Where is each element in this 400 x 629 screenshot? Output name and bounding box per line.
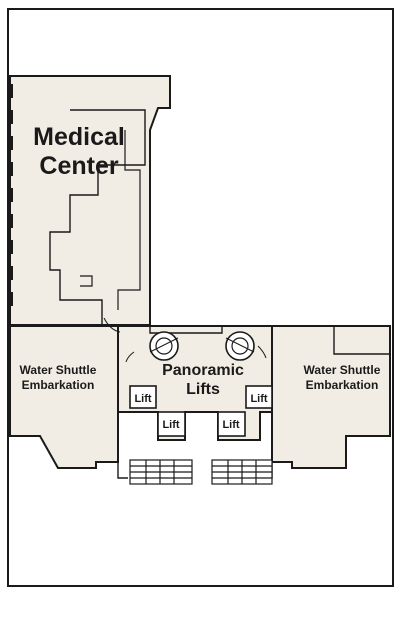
lift-shaft-lower-left xyxy=(157,411,186,437)
medical-center-corridor xyxy=(49,109,146,325)
lift-label-upper-right: Lift xyxy=(250,393,267,405)
lift-label-lower-left: Lift xyxy=(162,419,179,431)
medical-center-area xyxy=(9,75,171,326)
lift-label-upper-left: Lift xyxy=(134,393,151,405)
water-shuttle-right-label-line2: Embarkation xyxy=(306,378,379,392)
medical-center-inner-wall xyxy=(117,130,141,310)
lift-shaft-lower-right xyxy=(217,411,246,437)
hull-windows xyxy=(8,84,13,306)
stairway-right xyxy=(211,459,273,485)
lift-label-lower-right: Lift xyxy=(222,419,239,431)
water-shuttle-left-label-line2: Embarkation xyxy=(22,378,95,392)
panoramic-lift-capsule-left xyxy=(149,331,179,361)
stairway-left xyxy=(129,459,193,485)
water-shuttle-right-label-line1: Water Shuttle xyxy=(304,363,381,377)
medical-center-label-line2: Center xyxy=(39,152,118,180)
panoramic-lift-capsule-right xyxy=(225,331,255,361)
water-shuttle-right-area xyxy=(271,325,391,469)
panoramic-lifts-label-line2: Lifts xyxy=(186,381,220,398)
lobby-top-wall xyxy=(149,325,223,334)
door-swing-left xyxy=(103,317,121,333)
lift-shaft-upper-right xyxy=(245,385,273,409)
medical-center-label-line1: Medical xyxy=(33,123,125,151)
door-swing-right xyxy=(125,351,135,363)
lower-corridor-wall-left xyxy=(117,412,128,479)
water-shuttle-right-notch xyxy=(333,326,390,355)
water-shuttle-left-label-line1: Water Shuttle xyxy=(20,363,97,377)
panoramic-lifts-label-line1: Panoramic xyxy=(162,362,244,379)
lift-shaft-upper-left xyxy=(129,385,157,409)
door-swing-far-right xyxy=(257,345,267,359)
medical-center-fixture xyxy=(80,275,93,287)
